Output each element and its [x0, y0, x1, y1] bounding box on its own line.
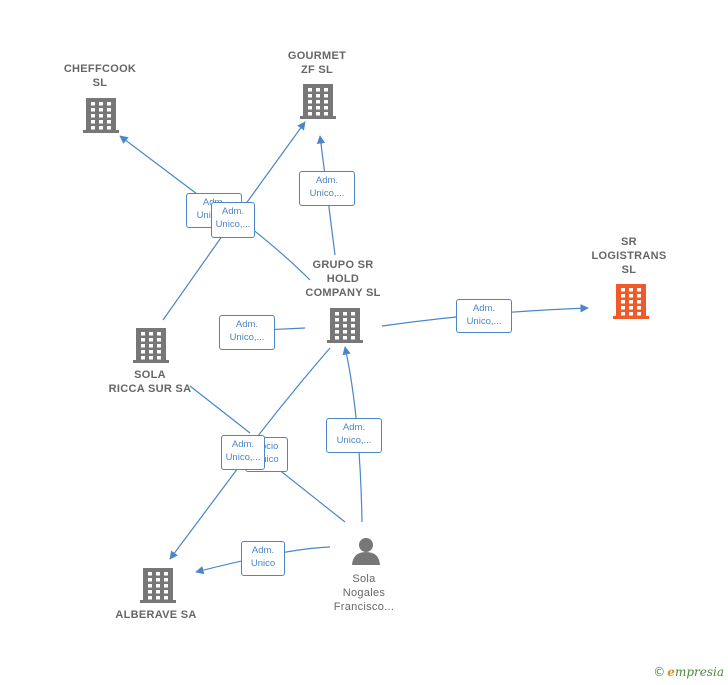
edge-label-e2[interactable]: Adm. Unico,... [211, 202, 255, 238]
empresia-logo: ©empresia [653, 665, 724, 679]
building-icon-alberave[interactable] [140, 568, 176, 603]
edge-label-e9[interactable]: Adm. Unico,... [221, 435, 265, 470]
edge-connector-3 [189, 385, 251, 434]
edge-line-e9 [169, 467, 239, 560]
brand-name: mpresia [674, 665, 724, 679]
edge-label-e4[interactable]: Adm. Unico,... [456, 299, 512, 333]
edge-connector-0 [162, 221, 233, 321]
node-label-logistrans[interactable]: SR LOGISTRANS SL [591, 236, 667, 276]
edge-line-e2 [244, 121, 306, 206]
edge-label-e3[interactable]: Adm. Unico,... [299, 171, 355, 206]
node-label-alberave[interactable]: ALBERAVE SA [115, 609, 197, 621]
edge-label-e5[interactable]: Adm. Unico,... [219, 315, 275, 350]
brand-initial: e [667, 665, 675, 679]
node-label-cheffcook[interactable]: CHEFFCOOK SL [63, 63, 137, 89]
node-label-grupo[interactable]: GRUPO SR HOLD COMPANY SL [305, 259, 381, 299]
node-label-person[interactable]: Sola Nogales Francisco... [333, 573, 395, 613]
copyright-symbol: © [653, 665, 666, 679]
edge-label-e8[interactable]: Adm. Unico,... [326, 418, 382, 453]
edge-label-e7[interactable]: Adm. Unico [241, 541, 285, 576]
edge-line-e1 [119, 135, 198, 195]
person-icon-person[interactable] [352, 538, 380, 565]
building-icon-cheffcook[interactable] [83, 98, 119, 133]
building-icon-logistrans[interactable] [613, 284, 649, 319]
building-icon-gourmet[interactable] [300, 84, 336, 119]
building-icon-ricca[interactable] [133, 328, 169, 363]
node-label-gourmet[interactable]: GOURMET ZF SL [287, 50, 347, 76]
node-label-ricca[interactable]: SOLA RICCA SUR SA [108, 369, 192, 395]
building-icon-grupo[interactable] [327, 308, 363, 343]
